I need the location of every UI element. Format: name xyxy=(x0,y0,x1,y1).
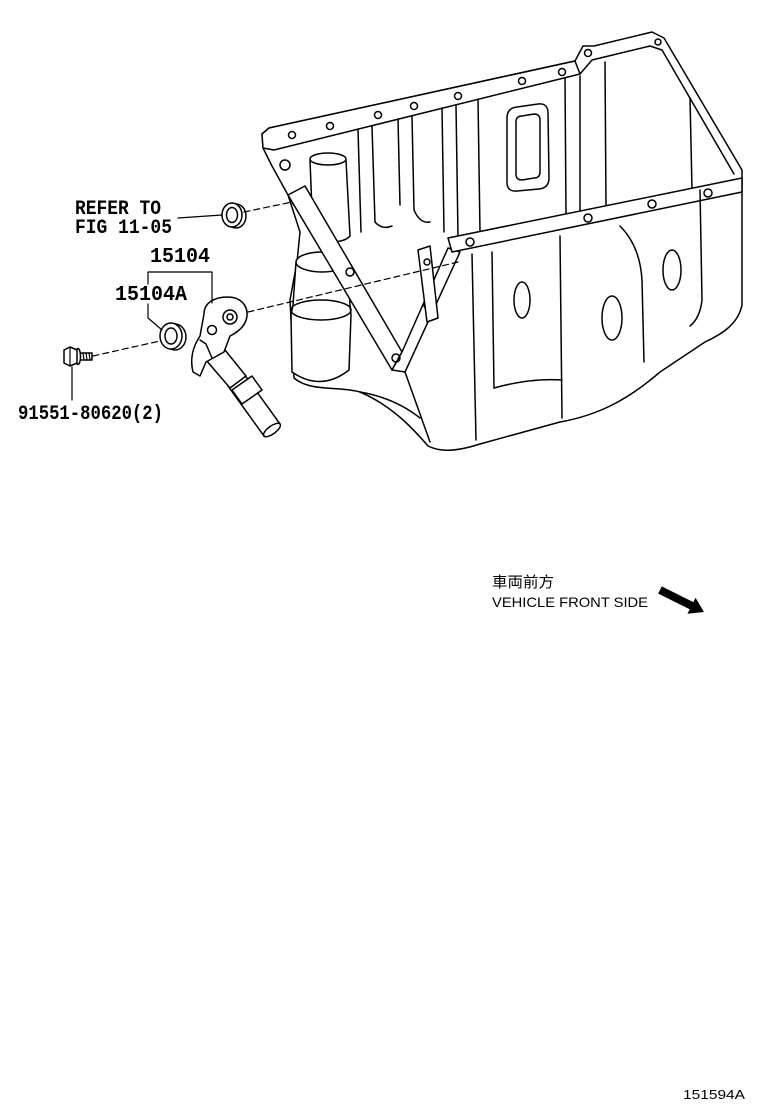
rail-bolt-hole xyxy=(647,199,657,209)
gasket-ring-hole xyxy=(225,206,239,224)
gasket-ring-hole xyxy=(164,327,178,345)
rail-bolt-hole xyxy=(391,353,401,363)
part-number-strainer: 15104 xyxy=(150,246,210,269)
block-rib xyxy=(357,128,362,233)
strainer-collar xyxy=(231,375,263,405)
block-rib xyxy=(413,209,431,223)
crankcase-rib xyxy=(619,225,645,363)
block-rib xyxy=(564,77,567,215)
crankcase-rib xyxy=(493,378,563,389)
deck-bolt-hole xyxy=(654,38,662,46)
gasket-refer-fig xyxy=(221,202,247,229)
block-right-rail xyxy=(447,177,743,253)
refer-to-label: REFER TO xyxy=(75,198,161,221)
strainer-flange-edge xyxy=(199,339,213,359)
deck-bolt-hole xyxy=(409,101,419,111)
leader-15104-bracket xyxy=(147,271,213,304)
assembly-line-strainer xyxy=(247,261,459,313)
crankcase-rib xyxy=(359,391,421,419)
flange-bolt xyxy=(63,346,93,367)
deck-bolt-hole xyxy=(517,76,527,86)
figure-id: 151594A xyxy=(683,1087,745,1102)
block-rib xyxy=(604,61,607,207)
leader-lines xyxy=(71,201,459,401)
rail-bolt-hole xyxy=(345,267,355,277)
strainer-bolt-hole xyxy=(206,324,218,336)
block-bracket xyxy=(417,245,439,323)
vehicle-front-english: VEHICLE FRONT SIDE xyxy=(492,594,648,610)
leader-refer-gasket xyxy=(177,214,223,219)
block-bracket-hole xyxy=(423,258,431,266)
crankcase-oval xyxy=(601,295,623,341)
rail-bolt-hole xyxy=(465,237,475,247)
crankcase-oval xyxy=(513,281,531,319)
crankcase-rib xyxy=(559,235,563,419)
gasket-ring-front xyxy=(221,202,243,228)
strainer-flange-hole-inner xyxy=(226,313,234,321)
rail-bolt-hole xyxy=(583,213,593,223)
block-rib xyxy=(374,221,393,229)
oil-filter-boss-flange xyxy=(290,299,352,321)
engine-block xyxy=(261,31,743,451)
deck-bolt-hole xyxy=(453,91,463,101)
block-window-inner xyxy=(515,113,541,181)
bolt-thread xyxy=(82,352,91,361)
leader-15104A xyxy=(147,303,163,331)
deck-bolt-hole xyxy=(279,159,291,171)
block-rib xyxy=(477,98,481,233)
strainer-gasket xyxy=(159,322,187,351)
deck-bolt-hole xyxy=(287,130,297,140)
oil-strainer xyxy=(190,296,282,438)
part-number-bolt: 91551-80620(2) xyxy=(18,403,163,426)
crankcase-rib xyxy=(404,371,431,443)
crankcase-oval xyxy=(662,249,682,291)
deck-bolt-hole xyxy=(325,121,335,131)
deck-bolt-hole xyxy=(373,110,383,120)
deck-bolt-hole xyxy=(557,67,567,77)
crankcase-rib xyxy=(471,253,477,441)
block-window xyxy=(506,103,550,192)
deck-bolt-hole xyxy=(583,48,593,58)
block-rib xyxy=(411,115,415,211)
block-rib xyxy=(455,104,459,237)
block-rib xyxy=(441,107,445,233)
block-rib xyxy=(689,97,693,190)
vehicle-front-note: 車両前方 VEHICLE FRONT SIDE xyxy=(492,573,704,614)
refer-fig-label: FIG 11-05 xyxy=(75,217,172,240)
crankcase-rib xyxy=(491,251,495,389)
strainer-flange-hole xyxy=(222,309,238,325)
gasket-ring-front xyxy=(159,322,183,350)
oil-filter-boss xyxy=(290,261,352,383)
assembly-line-bolt xyxy=(92,340,161,357)
block-rib xyxy=(397,118,401,206)
vehicle-front-japanese: 車両前方 xyxy=(492,573,554,591)
arrow-down-right-icon xyxy=(658,586,704,614)
part-number-strainer-gasket: 15104A xyxy=(115,284,187,307)
oil-passage-boss-top xyxy=(309,152,347,166)
assembly-line-refer-gasket xyxy=(243,201,293,213)
crankcase-rib xyxy=(689,189,703,327)
block-upper-right-face xyxy=(579,45,735,175)
block-rib xyxy=(371,125,376,223)
strainer-pipe-end xyxy=(262,422,282,438)
rail-bolt-hole xyxy=(703,188,713,198)
